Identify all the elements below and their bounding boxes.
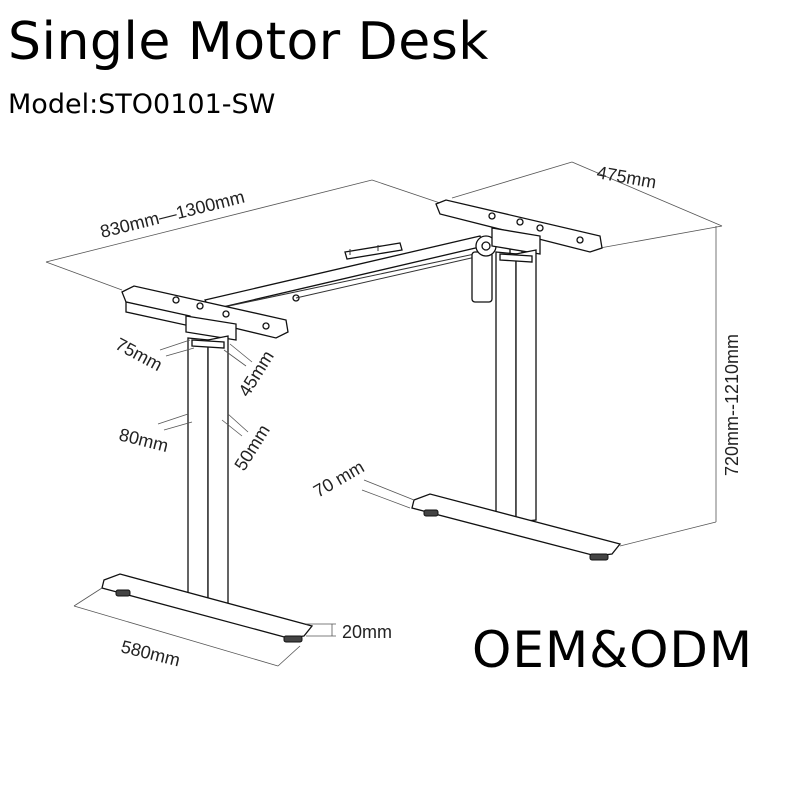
page-title: Single Motor Desk <box>8 12 489 72</box>
column-inner-b-label: 50mm <box>230 421 273 474</box>
foot-length-label: 580mm <box>119 636 182 670</box>
height-dimension-line <box>619 226 717 547</box>
foot-thickness-label: 20mm <box>342 622 392 642</box>
crossbar-beam <box>204 235 485 311</box>
foot-dimension-lines <box>73 479 415 667</box>
right-top-bracket <box>435 199 603 255</box>
depth-dimension-line <box>451 161 723 249</box>
width-range-label: 830mm—1300mm <box>98 187 247 242</box>
right-column <box>495 249 537 523</box>
column-outer-b-label: 45mm <box>234 347 277 400</box>
left-column <box>187 335 229 607</box>
right-foot <box>411 493 622 561</box>
column-outer-a-label: 75mm <box>112 334 166 375</box>
width-dimension-line <box>45 179 441 291</box>
model-number: Model:STO0101-SW <box>8 89 276 120</box>
oem-odm-label: OEM&ODM <box>472 621 754 679</box>
depth-label: 475mm <box>595 162 658 192</box>
foot-height-label: 70 mm <box>310 457 368 502</box>
column-section-leaders <box>157 339 253 437</box>
left-top-bracket <box>121 285 289 341</box>
height-range-label: 720mm--1210mm <box>722 334 742 476</box>
column-inner-a-label: 80mm <box>117 424 170 456</box>
